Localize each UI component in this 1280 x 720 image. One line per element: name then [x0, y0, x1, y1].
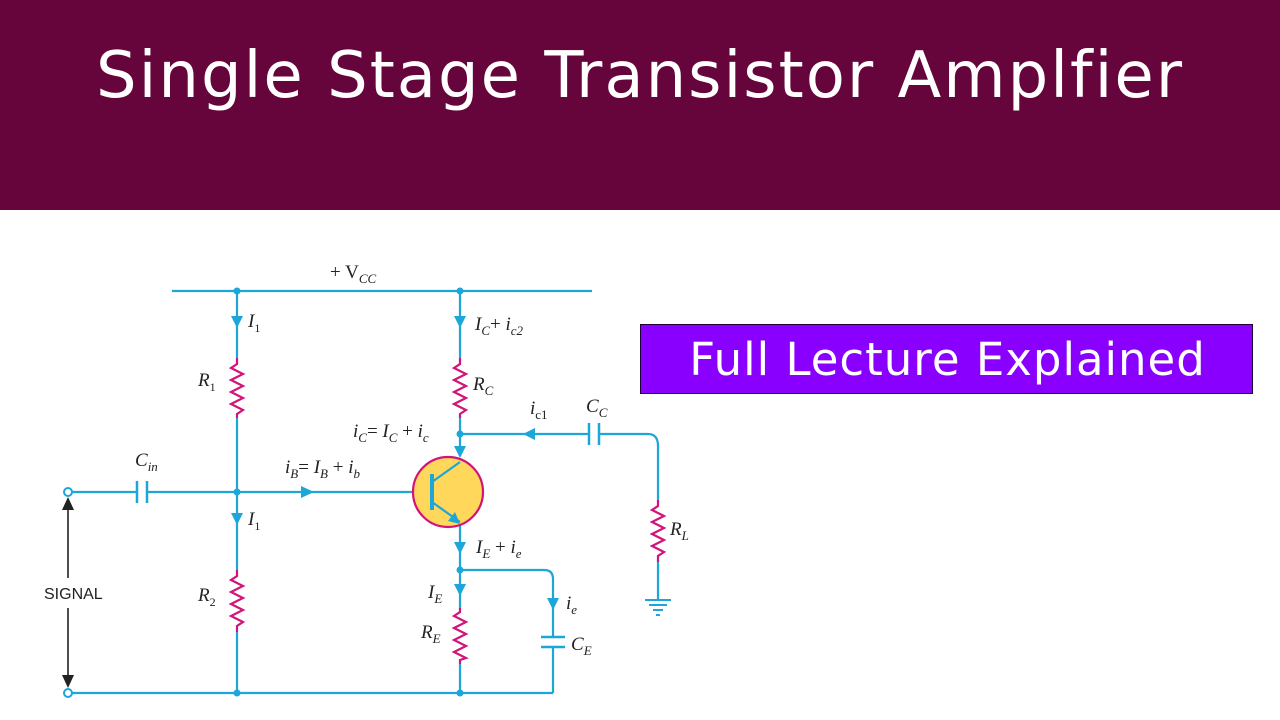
label-ic-equation: iC= IC + ic	[353, 421, 429, 445]
label-ce: CE	[571, 634, 592, 658]
label-i1-bottom: I1	[247, 509, 260, 533]
signal-arrow	[62, 497, 74, 688]
label-ic-total: IC+ ic2	[474, 314, 524, 338]
label-ie-cap: ie	[566, 593, 577, 617]
ground-terminal	[63, 688, 73, 698]
label-cin: Cin	[135, 450, 158, 474]
label-re: RE	[420, 622, 441, 646]
page-title: Single Stage Transistor Amplfier	[95, 39, 1185, 113]
arrow-ic-bottom	[454, 446, 466, 458]
current-arrows	[231, 316, 559, 610]
junction-dots	[233, 287, 464, 697]
arrow-ic-top	[454, 316, 466, 328]
input-terminal	[63, 487, 73, 497]
resistors	[228, 358, 667, 664]
resistor-r1	[228, 358, 246, 418]
capacitor-ce	[541, 635, 565, 649]
label-rl: RL	[669, 519, 689, 543]
ground-icon	[645, 599, 671, 616]
badge-label: Full Lecture Explained	[689, 333, 1206, 386]
signal-label: SIGNAL	[44, 586, 103, 603]
arrow-ie	[454, 542, 466, 554]
capacitor-cc	[587, 423, 601, 445]
amplifier-circuit-diagram: SIGNAL + VCC I1 I1 R1 R2 RC RE RL Cin CC…	[44, 262, 689, 698]
label-ie-branch: IE	[427, 582, 442, 606]
label-ie-total: IE + ie	[475, 537, 522, 561]
label-cc: CC	[586, 396, 608, 420]
capacitor-cin	[135, 481, 149, 503]
resistor-re	[451, 608, 469, 664]
resistor-r2	[228, 570, 246, 632]
title-banner: Single Stage Transistor Amplfier	[0, 0, 1280, 210]
label-rc: RC	[472, 374, 494, 398]
arrow-ie-branch	[454, 584, 466, 596]
capacitors	[135, 423, 601, 649]
arrow-ic1	[523, 428, 535, 440]
arrow-ib	[301, 486, 314, 498]
ce-wire-top	[460, 568, 555, 636]
label-i1-top: I1	[247, 311, 260, 335]
arrow-ie-cap	[547, 598, 559, 610]
resistor-rl	[649, 500, 667, 562]
arrow-i1-top	[231, 316, 243, 328]
arrow-i1-bottom	[231, 513, 243, 525]
label-r1: R1	[197, 370, 216, 394]
lecture-badge: Full Lecture Explained	[640, 324, 1253, 394]
wires	[72, 289, 660, 695]
label-ic1: ic1	[530, 398, 548, 422]
label-ib-equation: iB= IB + ib	[285, 457, 360, 481]
resistor-rc	[451, 358, 469, 418]
load-wire	[600, 432, 660, 500]
label-r2: R2	[197, 585, 216, 609]
vcc-label: + VCC	[330, 262, 377, 286]
transistor-npn	[411, 455, 485, 529]
